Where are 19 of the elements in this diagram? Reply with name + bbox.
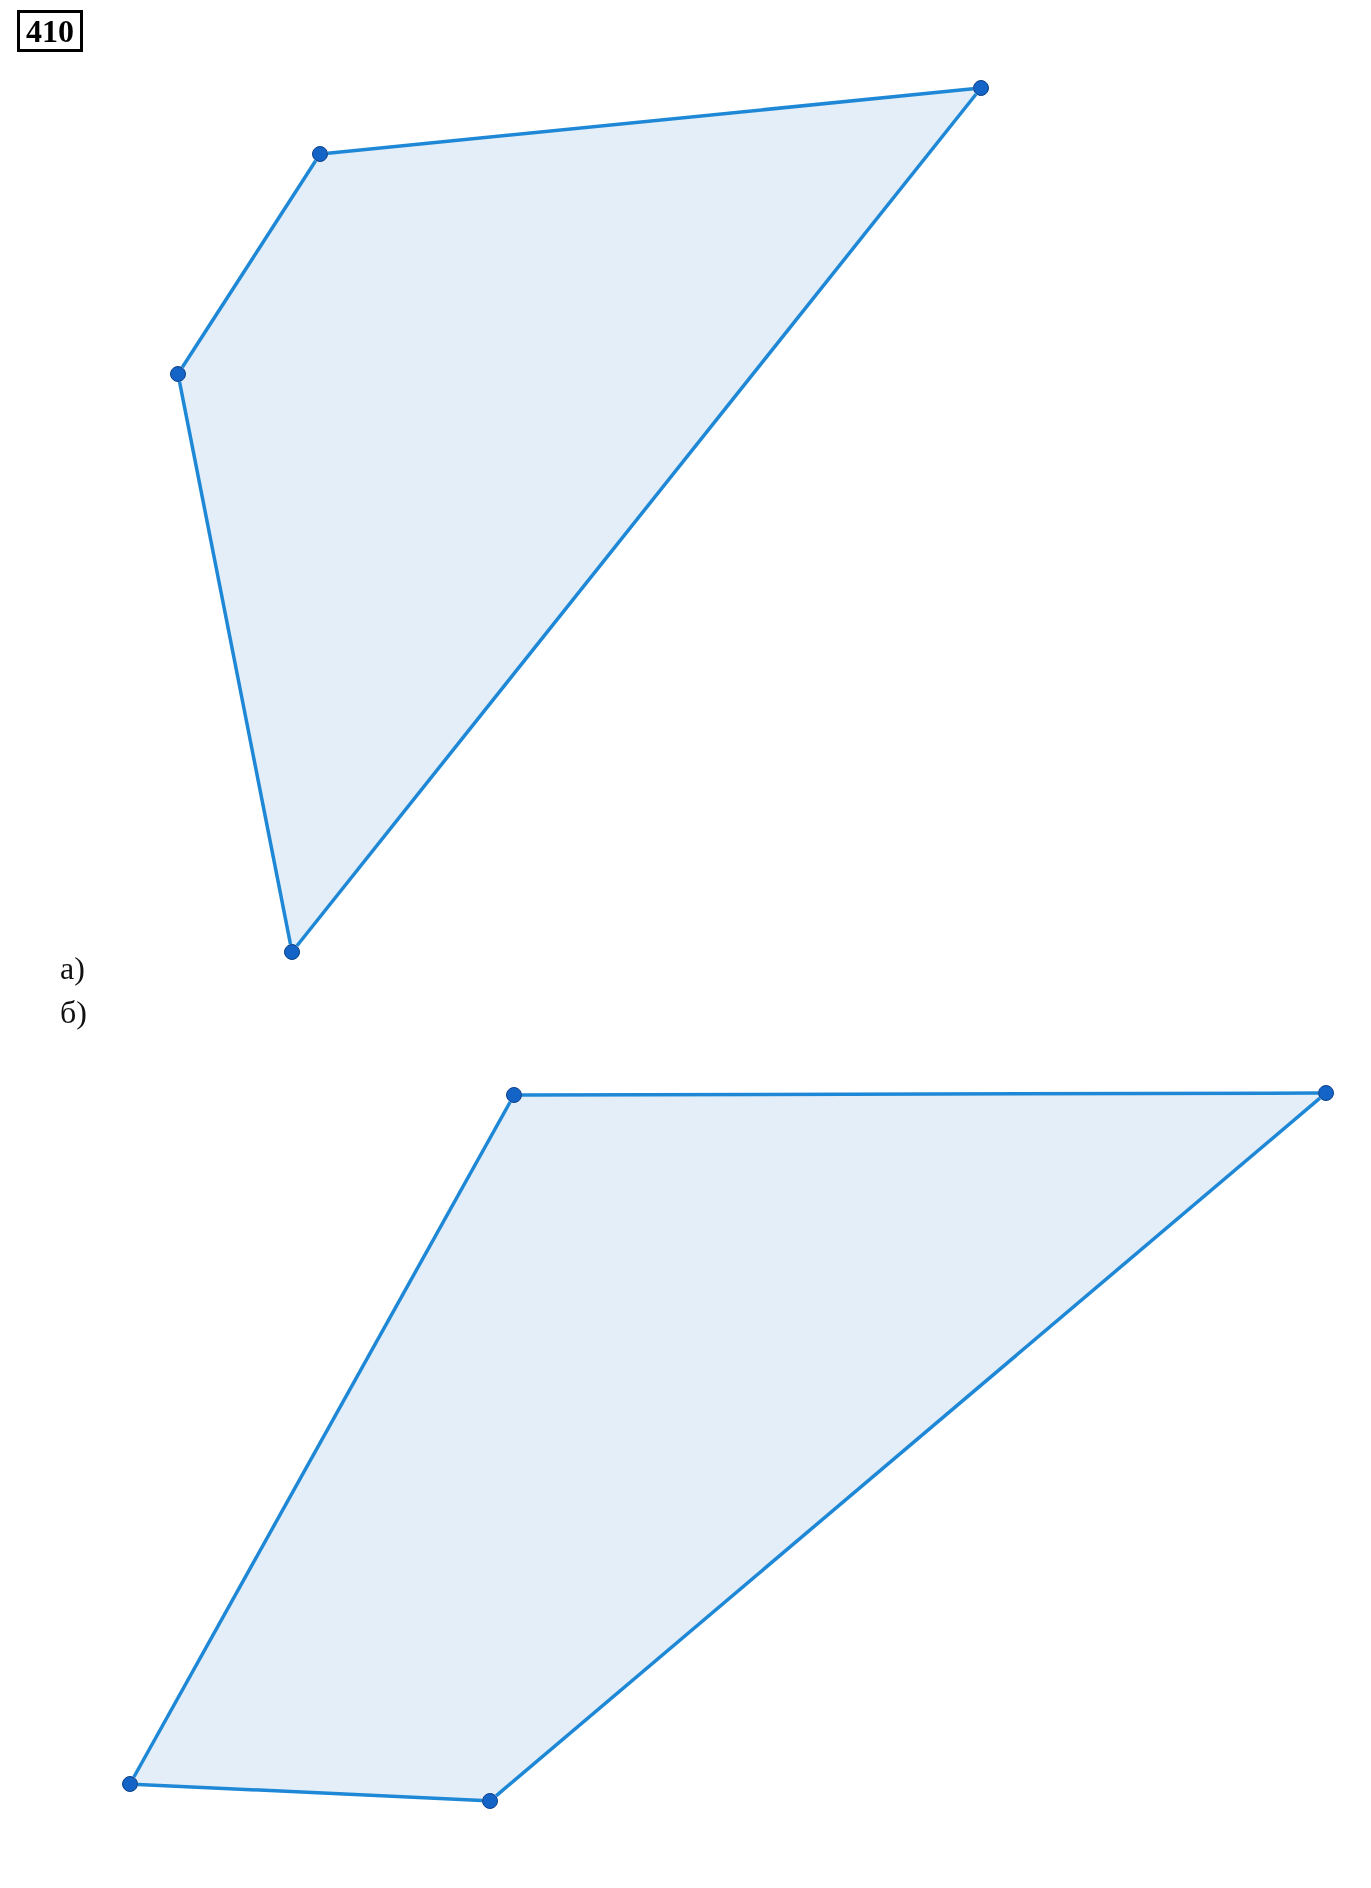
vertex-dot <box>506 1087 522 1103</box>
polygon-side <box>522 1091 1318 1097</box>
polygon-side <box>137 1782 483 1803</box>
part-label: а) <box>60 952 85 984</box>
vertex-dot <box>284 944 300 960</box>
polygon-side <box>327 87 974 155</box>
polygon-side <box>180 159 318 369</box>
vertex-dot <box>482 1793 498 1809</box>
vertex-dot <box>122 1776 138 1792</box>
polygon-side <box>177 381 293 945</box>
polygon-side <box>132 1101 512 1778</box>
vertex-dot <box>1318 1085 1334 1101</box>
vertex-dot <box>170 366 186 382</box>
polygon-side <box>494 1096 1322 1798</box>
vertex-dot <box>973 80 989 96</box>
part-label: б) <box>60 996 87 1028</box>
polygon-side <box>295 93 978 947</box>
problem-number: 410 <box>17 10 83 52</box>
vertex-dot <box>312 146 328 162</box>
